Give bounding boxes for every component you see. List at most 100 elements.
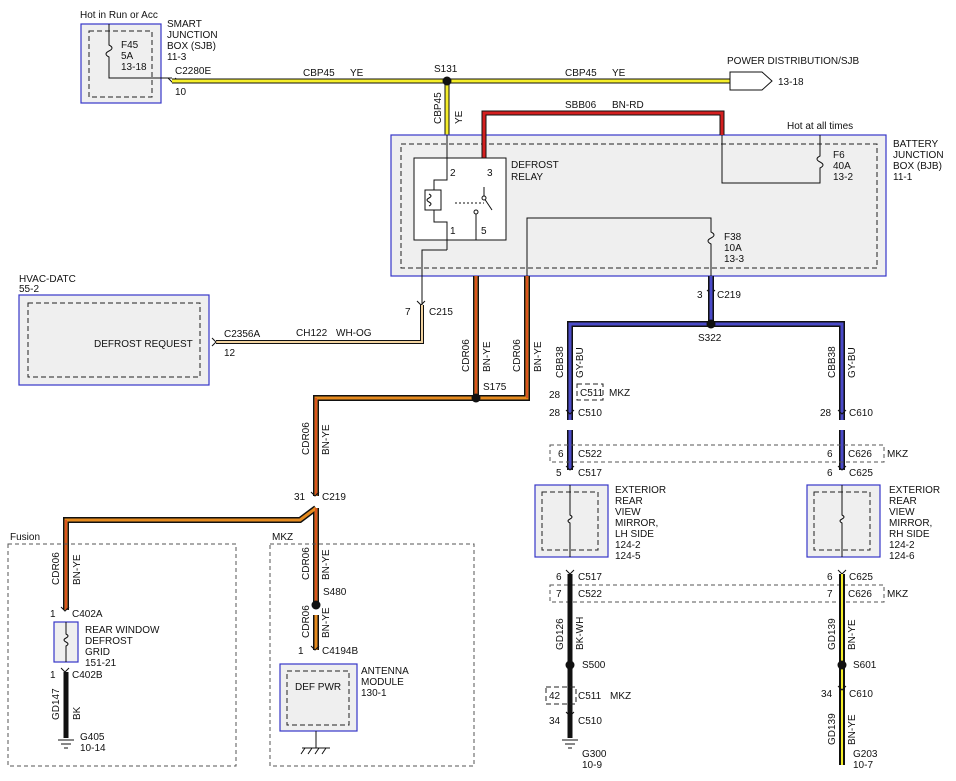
svg-text:MIRROR,: MIRROR,: [615, 518, 658, 529]
svg-text:RELAY: RELAY: [511, 172, 543, 183]
svg-text:Fusion: Fusion: [10, 532, 40, 543]
svg-text:SBB06: SBB06: [565, 100, 597, 111]
svg-text:BN-YE: BN-YE: [482, 341, 493, 372]
svg-text:6: 6: [556, 572, 562, 583]
svg-text:BN-YE: BN-YE: [847, 714, 858, 745]
svg-text:C510: C510: [578, 716, 602, 727]
svg-text:GD139: GD139: [827, 713, 838, 745]
svg-text:31: 31: [294, 492, 306, 503]
sjb-hot-label: Hot in Run or Acc: [80, 10, 158, 21]
svg-text:MIRROR,: MIRROR,: [889, 518, 932, 529]
svg-text:G203: G203: [853, 749, 878, 760]
svg-text:151-21: 151-21: [85, 658, 117, 669]
svg-text:EXTERIOR: EXTERIOR: [889, 485, 940, 496]
svg-text:REAR WINDOW: REAR WINDOW: [85, 625, 160, 636]
svg-text:MKZ: MKZ: [609, 388, 630, 399]
mirror-heater-lh-icon: [567, 485, 573, 557]
svg-text:11-3: 11-3: [167, 52, 187, 63]
svg-text:F38: F38: [724, 232, 742, 243]
svg-text:6: 6: [827, 449, 833, 460]
svg-text:C522: C522: [578, 589, 602, 600]
region-fusion: [7, 543, 237, 767]
svg-text:C219: C219: [717, 290, 741, 301]
svg-text:S175: S175: [483, 382, 507, 393]
splice-s500: [565, 660, 575, 670]
bjb-title: BATTERY: [893, 139, 939, 150]
svg-text:1: 1: [298, 646, 304, 657]
svg-text:S480: S480: [323, 587, 347, 598]
svg-text:BN-YE: BN-YE: [321, 424, 332, 455]
splice-s480: [311, 600, 321, 610]
wire-ch122: [216, 305, 424, 344]
svg-text:BN-YE: BN-YE: [321, 607, 332, 638]
svg-text:C610: C610: [849, 408, 873, 419]
svg-text:F45: F45: [121, 40, 139, 51]
svg-text:3: 3: [487, 168, 493, 179]
svg-text:C2280E: C2280E: [175, 66, 211, 77]
hvac-title: HVAC-DATC: [19, 274, 76, 285]
svg-text:11-1: 11-1: [893, 172, 913, 183]
mirror-rh: [806, 484, 881, 558]
power-dist-label: POWER DISTRIBUTION/SJB: [727, 56, 860, 67]
splice-s175: [471, 393, 481, 403]
svg-text:5: 5: [481, 226, 487, 237]
svg-text:G300: G300: [582, 749, 607, 760]
svg-text:CDR06: CDR06: [461, 339, 472, 372]
svg-text:C2356A: C2356A: [224, 329, 260, 340]
svg-text:DEFROST: DEFROST: [85, 636, 133, 647]
svg-text:S322: S322: [698, 333, 722, 344]
svg-text:EXTERIOR: EXTERIOR: [615, 485, 666, 496]
svg-text:CDR06: CDR06: [301, 605, 312, 638]
svg-text:C626: C626: [848, 589, 872, 600]
hvac-box: [18, 294, 210, 386]
svg-text:10: 10: [175, 87, 187, 98]
antenna-module: [279, 663, 358, 732]
svg-text:10-9: 10-9: [582, 760, 602, 771]
splice-s131: [442, 76, 452, 86]
svg-text:55-2: 55-2: [19, 284, 39, 295]
svg-text:CDR06: CDR06: [51, 552, 62, 585]
svg-text:Hot at all times: Hot at all times: [787, 121, 853, 132]
region-mkz: [269, 543, 475, 767]
svg-text:RH SIDE: RH SIDE: [889, 529, 930, 540]
svg-text:C511: C511: [578, 691, 602, 702]
svg-text:GRID: GRID: [85, 647, 110, 658]
svg-text:6: 6: [827, 468, 833, 479]
svg-text:1: 1: [50, 670, 56, 681]
svg-text:GD139: GD139: [827, 618, 838, 650]
svg-text:BN-YE: BN-YE: [321, 549, 332, 580]
svg-text:124-2: 124-2: [889, 540, 915, 551]
fuse-f6-icon: [721, 135, 824, 184]
svg-text:C610: C610: [849, 689, 873, 700]
svg-text:10-7: 10-7: [853, 760, 873, 771]
svg-text:28: 28: [549, 408, 561, 419]
ground-g405-icon: [58, 739, 74, 749]
svg-text:CBP45: CBP45: [433, 92, 444, 124]
svg-text:2: 2: [450, 168, 456, 179]
svg-text:S601: S601: [853, 660, 877, 671]
svg-text:C4194B: C4194B: [322, 646, 358, 657]
svg-text:28: 28: [820, 408, 832, 419]
svg-text:BN-YE: BN-YE: [533, 341, 544, 372]
svg-text:13-18: 13-18: [121, 62, 147, 73]
mkz-connector-row-c522b: [549, 584, 885, 603]
wire-sbb06: [481, 110, 725, 187]
svg-text:DEF PWR: DEF PWR: [295, 682, 341, 693]
svg-text:CBP45: CBP45: [565, 68, 597, 79]
svg-text:YE: YE: [350, 68, 364, 79]
svg-text:VIEW: VIEW: [889, 507, 915, 518]
svg-text:C511: C511: [580, 388, 604, 399]
svg-text:MKZ: MKZ: [272, 532, 293, 543]
svg-text:MKZ: MKZ: [887, 589, 908, 600]
svg-text:S500: S500: [582, 660, 606, 671]
svg-text:BOX (BJB): BOX (BJB): [893, 161, 942, 172]
svg-text:GY-BU: GY-BU: [575, 347, 586, 378]
ground-g300-icon: [562, 739, 578, 749]
svg-text:YE: YE: [612, 68, 626, 79]
svg-text:6: 6: [558, 449, 564, 460]
svg-text:C402B: C402B: [72, 670, 103, 681]
svg-text:124-5: 124-5: [615, 551, 641, 562]
svg-text:C625: C625: [849, 572, 873, 583]
svg-text:7: 7: [827, 589, 833, 600]
